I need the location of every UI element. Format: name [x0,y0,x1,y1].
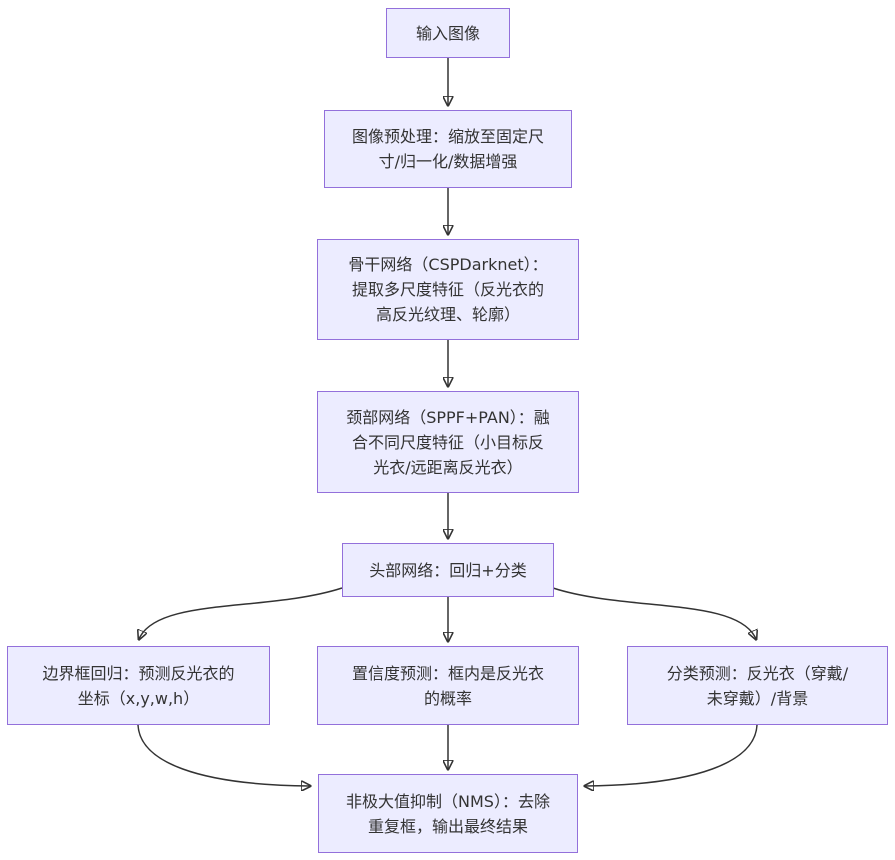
edge-classification-nms [585,724,758,786]
node-bbox-regression: 边界框回归：预测反光衣的 坐标（x,y,w,h） [7,646,270,725]
node-input-image: 输入图像 [386,8,510,58]
node-image-preprocess: 图像预处理：缩放至固定尺 寸/归一化/数据增强 [324,110,572,188]
node-nms-output: 非极大值抑制（NMS）：去除 重复框，输出最终结果 [318,774,578,853]
node-head-network: 头部网络：回归+分类 [342,543,554,597]
node-confidence-prediction: 置信度预测：框内是反光衣 的概率 [317,646,579,725]
node-backbone-network: 骨干网络（CSPDarknet）： 提取多尺度特征（反光衣的 高反光纹理、轮廓） [317,239,579,340]
edge-bbox-nms [137,724,310,786]
node-neck-network: 颈部网络（SPPF+PAN）：融 合不同尺度特征（小目标反 光衣/远距离反光衣） [317,391,579,493]
edge-head-bbox [139,587,343,639]
edge-head-classification [552,587,756,639]
node-classification-prediction: 分类预测：反光衣（穿戴/ 未穿戴）/背景 [627,646,888,725]
